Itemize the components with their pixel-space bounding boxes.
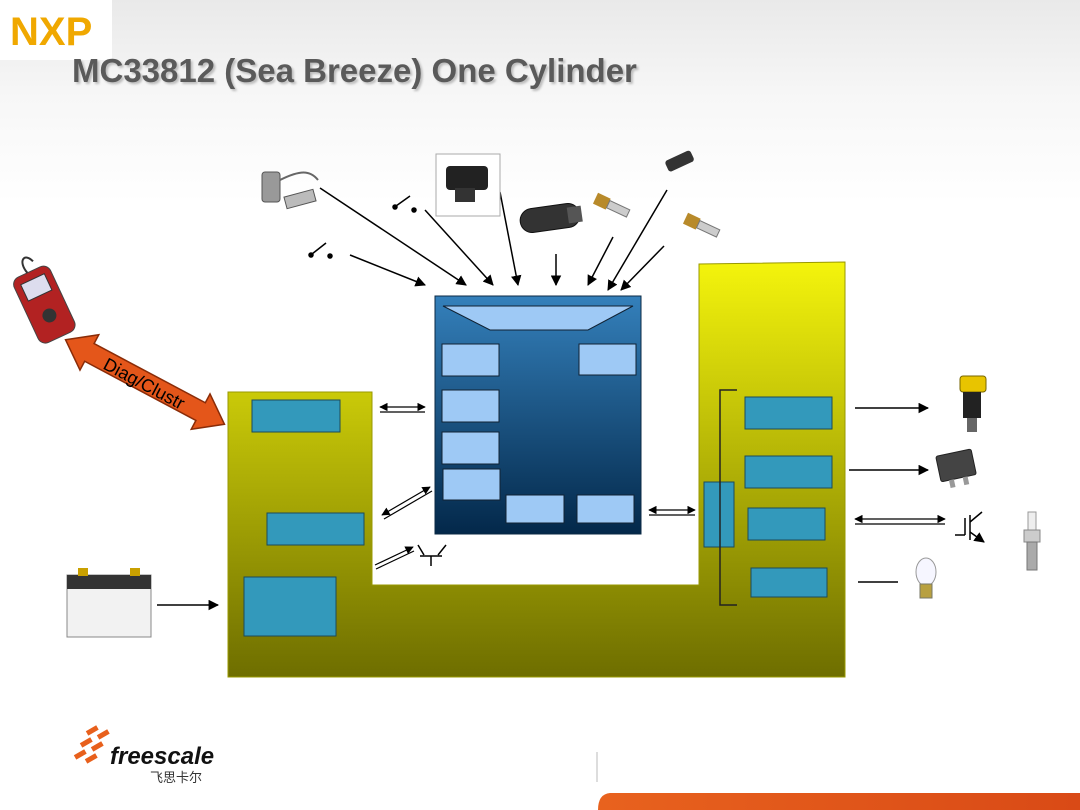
- driver-block-injector: [744, 396, 833, 430]
- driver-block-ignition: [747, 507, 826, 541]
- sbc-block-power: [243, 576, 337, 637]
- fuel-injector-icon: [959, 375, 987, 432]
- sbc-block-comm: [251, 399, 341, 433]
- freescale-logo-text: freescale: [110, 743, 214, 770]
- footer-bar: [598, 793, 1080, 810]
- mcu-sub-3: [441, 431, 500, 465]
- freescale-logo-cn: 飞思卡尔: [150, 771, 202, 786]
- map-sensor-icon: [435, 153, 501, 217]
- temp-sensor-icon-2: [682, 212, 721, 238]
- diag-cluster-label: Diag/Clustr: [100, 354, 188, 413]
- freescale-logo: freescale 飞思卡尔: [73, 725, 214, 786]
- diag-cluster-arrow: Diag/Clustr: [64, 333, 226, 431]
- sensor-arrows: [319, 187, 668, 291]
- crank-sensor-icon: [665, 150, 694, 172]
- scan-tool-icon: [13, 256, 76, 344]
- oxygen-sensor-icon: [261, 171, 319, 210]
- mcu-sub-7: [576, 494, 635, 524]
- temp-sensor-icon-1: [592, 192, 631, 218]
- driver-block-lamp: [750, 567, 828, 598]
- throttle-grip-icon: [519, 202, 583, 234]
- page-title: MC33812 (Sea Breeze) One Cylinder: [72, 52, 637, 89]
- driver-block-relay: [744, 455, 833, 489]
- driver-block-interface: [703, 481, 735, 548]
- output-arrows: [157, 402, 930, 611]
- mcu-sub-4: [442, 468, 501, 501]
- mcu-trapezoid: [442, 305, 634, 331]
- switch-icon-2: [308, 242, 333, 259]
- mcu-sub-6: [505, 494, 565, 524]
- driver-bracket: [719, 389, 737, 606]
- relay-icon: [935, 448, 977, 489]
- nxp-logo: NXP: [0, 0, 112, 60]
- switch-icon-1: [392, 195, 417, 213]
- transistor-icon: [417, 544, 447, 566]
- mcu-sub-2: [441, 389, 500, 423]
- bus-arrows: [374, 402, 946, 570]
- nxp-logo-text: NXP: [10, 10, 92, 54]
- bulb-icon: [915, 557, 937, 599]
- mcu-sub-1: [441, 343, 500, 377]
- battery-icon: [66, 568, 152, 638]
- mcu-sub-5: [578, 343, 637, 376]
- sbc-block-mid: [266, 512, 365, 546]
- igbt-icon: [955, 511, 985, 543]
- spark-plug-icon: [1023, 511, 1041, 571]
- freescale-logo-mark: [73, 725, 110, 764]
